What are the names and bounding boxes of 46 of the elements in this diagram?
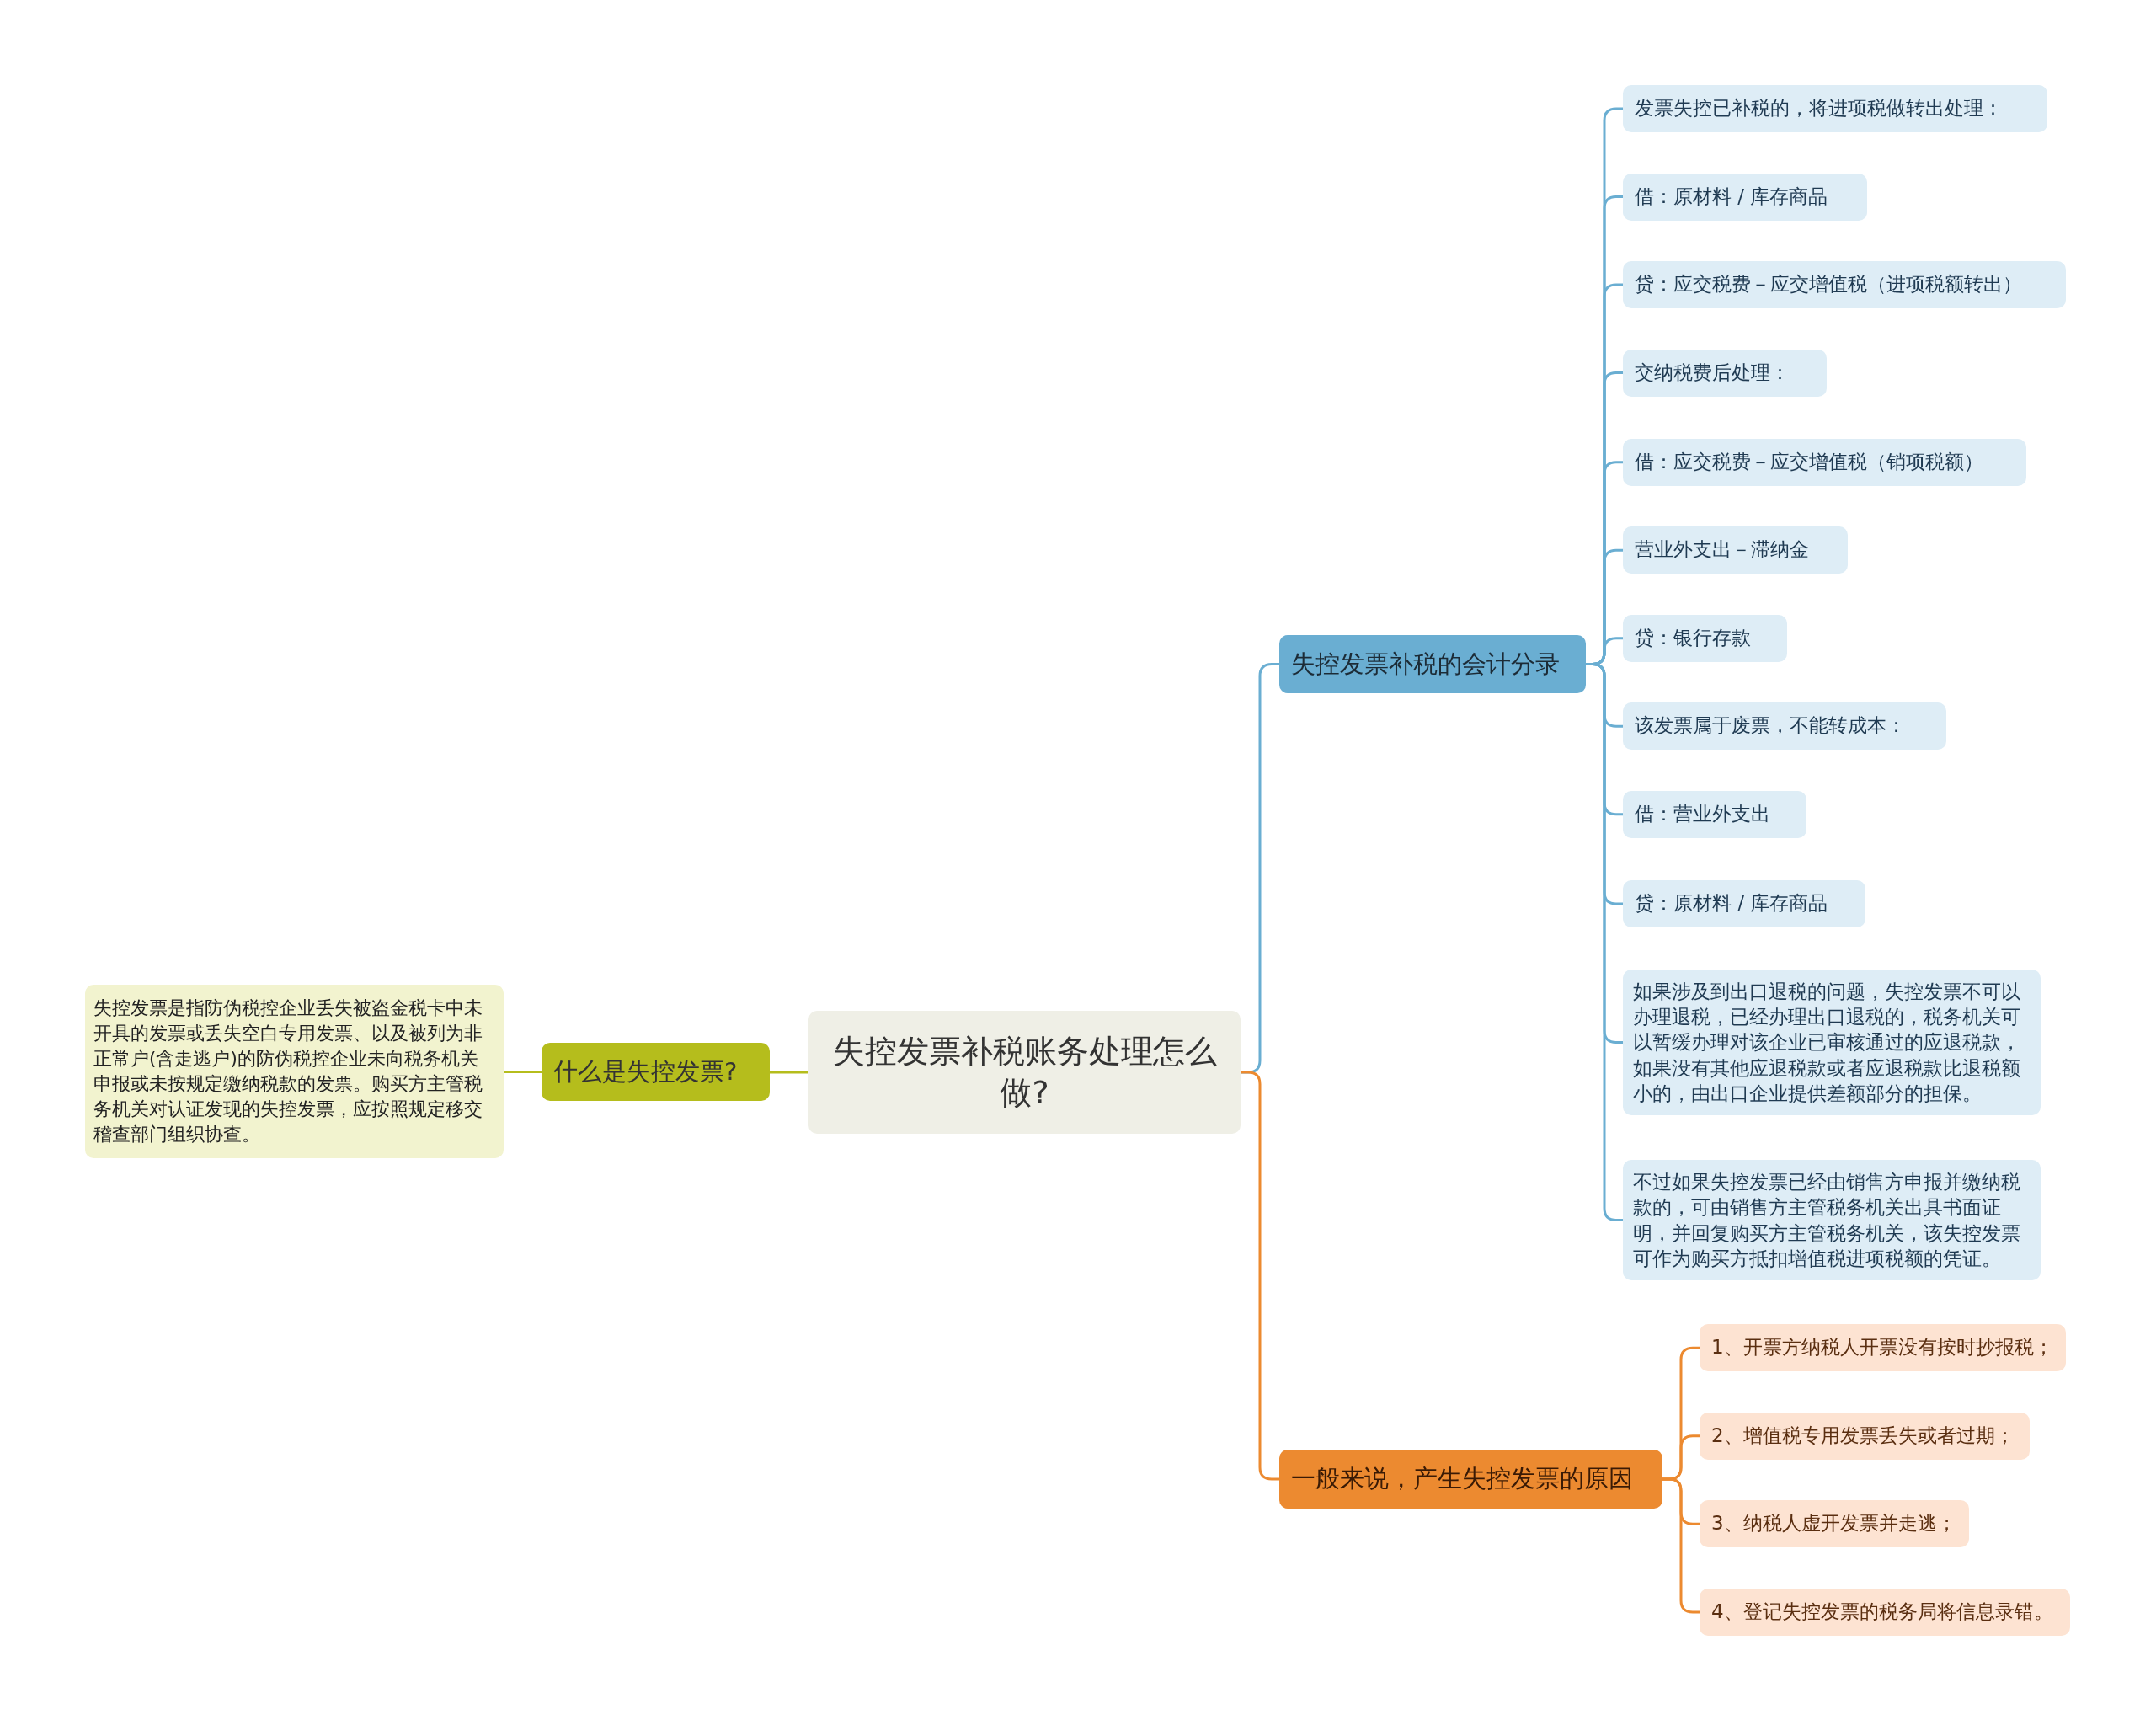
topic-box xyxy=(1623,790,1806,838)
topic-box xyxy=(1623,438,2026,486)
topic-text: 如果涉及到出口退税的问题，失控发票不可以办理退税，已经办理出口退税的，税务机关可以暂缓办理对该企业已审核通过的应退税款，如果没有其他应退税款或者应退税款比退税额小的，由出口企业提供差额部分的担保。 xyxy=(1633,979,2021,1107)
topic-box xyxy=(1623,349,1828,397)
description-box xyxy=(85,985,504,1158)
topic-box xyxy=(1700,1412,2031,1460)
branch-topic-box xyxy=(1279,1450,1662,1509)
topic-text: 营业外支出－滞纳金 xyxy=(1635,537,1809,563)
central-topic-box xyxy=(808,1011,1241,1134)
topic-box xyxy=(1623,261,2067,308)
topic-text: 借：原材料 / 库存商品 xyxy=(1635,184,1828,209)
topic-text: 什么是失控发票? xyxy=(553,1055,738,1087)
topic-box xyxy=(1623,970,2041,1115)
topic-text: 该发票属于废票，不能转成本： xyxy=(1635,713,1906,739)
branch-topic-box xyxy=(1279,635,1586,693)
topic-text: 不过如果失控发票已经由销售方申报并缴纳税款的，可由销售方主管税务机关出具书面证明，并回复购买方主管税务机关，该失控发票可作为购买方抵扣增值税进项税额的凭证。 xyxy=(1633,1169,2021,1271)
connector-line xyxy=(1241,1071,1279,1481)
topic-box xyxy=(1623,1160,2041,1280)
topic-text: 贷：原材料 / 库存商品 xyxy=(1635,890,1828,916)
connector-line xyxy=(504,1071,542,1073)
branch-topic-box xyxy=(542,1043,770,1101)
topic-box xyxy=(1623,702,1947,750)
topic-box xyxy=(1700,1588,2070,1636)
topic-text: 2、增值税专用发票丢失或者过期； xyxy=(1711,1423,2015,1448)
topic-box xyxy=(1623,173,1867,221)
topic-text: 失控发票补税的会计分录 xyxy=(1291,648,1560,680)
topic-text: 失控发票补税账务处理怎么做? xyxy=(831,1031,1218,1113)
topic-box xyxy=(1623,879,1865,927)
topic-text: 4、登记失控发票的税务局将信息录错。 xyxy=(1711,1599,2053,1624)
topic-text: 借：营业外支出 xyxy=(1635,801,1770,826)
topic-text: 贷：应交税费－应交增值税（进项税额转出） xyxy=(1635,272,2022,297)
topic-text: 1、开票方纳税人开票没有按时抄报税； xyxy=(1711,1335,2053,1360)
topic-text: 3、纳税人虚开发票并走逃； xyxy=(1711,1511,1956,1536)
topic-text: 一般来说，产生失控发票的原因 xyxy=(1291,1463,1633,1495)
connector-line xyxy=(1662,1477,1700,1614)
topic-box xyxy=(1623,85,2047,132)
topic-box xyxy=(1623,614,1787,662)
topic-box xyxy=(1700,1500,1970,1548)
topic-text: 借：应交税费－应交增值税（销项税额） xyxy=(1635,449,1983,474)
topic-box xyxy=(1623,526,1848,574)
topic-text: 贷：银行存款 xyxy=(1635,625,1751,650)
topic-text: 发票失控已补税的，将进项税做转出处理： xyxy=(1635,96,2003,121)
topic-box xyxy=(1700,1324,2066,1372)
topic-text: 交纳税费后处理： xyxy=(1635,360,1790,385)
connector-line xyxy=(770,1071,808,1074)
topic-text: 失控发票是指防伪税控企业丢失被盗金税卡中未开具的发票或丢失空白专用发票、以及被列为非正常户(含走逃户)的防伪税控企业未向税务机关申报或未按规定缴纳税款的发票。购买方主管税务机关对认证发现的失控发票，应按照规定移交稽查部门组织协查。 xyxy=(93,996,483,1147)
